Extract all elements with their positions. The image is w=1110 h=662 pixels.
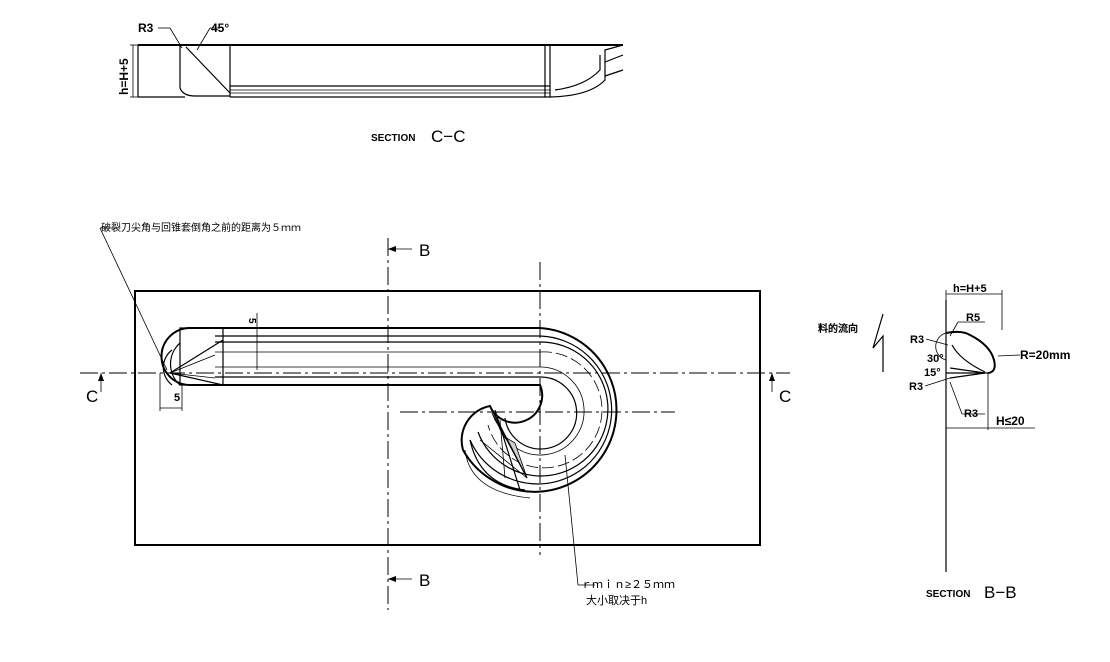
section-cc-title: C−C: [431, 127, 465, 146]
section-cc-view: h=H+5 R3 45° SECTION C−C: [117, 21, 624, 146]
radius-r20-label: R=20mm: [1020, 348, 1070, 362]
section-bb-title: B−B: [984, 583, 1017, 602]
section-bb-title-small: SECTION: [926, 589, 970, 600]
radius-r5-label: R5: [966, 312, 980, 324]
note-size-depends-h: 大小取决于h: [586, 593, 647, 607]
note-rmin: ｒｍｉｎ≥２５ｍｍ: [581, 579, 675, 591]
section-bb-height-label: h=H+5: [953, 283, 987, 295]
note-blade-distance: 破裂刀尖角与回锥套倒角之前的距离为５ｍｍ: [101, 221, 301, 234]
dim-5-vertical: 5: [246, 318, 257, 324]
section-marker-b-bottom: B: [419, 571, 430, 590]
radius-r3-top-label: R3: [910, 334, 924, 346]
slot-outline: [160, 327, 618, 493]
plate-outline: [134, 290, 761, 546]
angle-30-label: 30°: [927, 353, 944, 365]
section-marker-b-top: B: [419, 241, 430, 260]
section-cc-angle-label: 45°: [211, 21, 229, 35]
section-marker-c-right: C: [779, 387, 791, 406]
section-cc-title-small: SECTION: [371, 133, 415, 144]
section-cc-height-label: h=H+5: [117, 58, 131, 95]
section-bb-view: 料的流向 h=H+5 R5 R3 30° 15° R3 R=20mm R3 H≤…: [818, 283, 1070, 602]
h-limit-label: H≤20: [996, 414, 1025, 428]
dim-5-horizontal: 5: [174, 392, 180, 404]
section-cc-r3-label: R3: [138, 21, 154, 35]
flow-direction-label: 料的流向: [818, 322, 858, 335]
section-marker-c-left: C: [86, 387, 98, 406]
plan-view: 5 5 破裂刀尖角与回锥套倒角之前的距离为５ｍｍ B B C C ｒｍｉｎ≥２５…: [80, 221, 791, 610]
angle-15-label: 15°: [924, 367, 941, 379]
radius-r3-mid-label: R3: [909, 381, 923, 393]
